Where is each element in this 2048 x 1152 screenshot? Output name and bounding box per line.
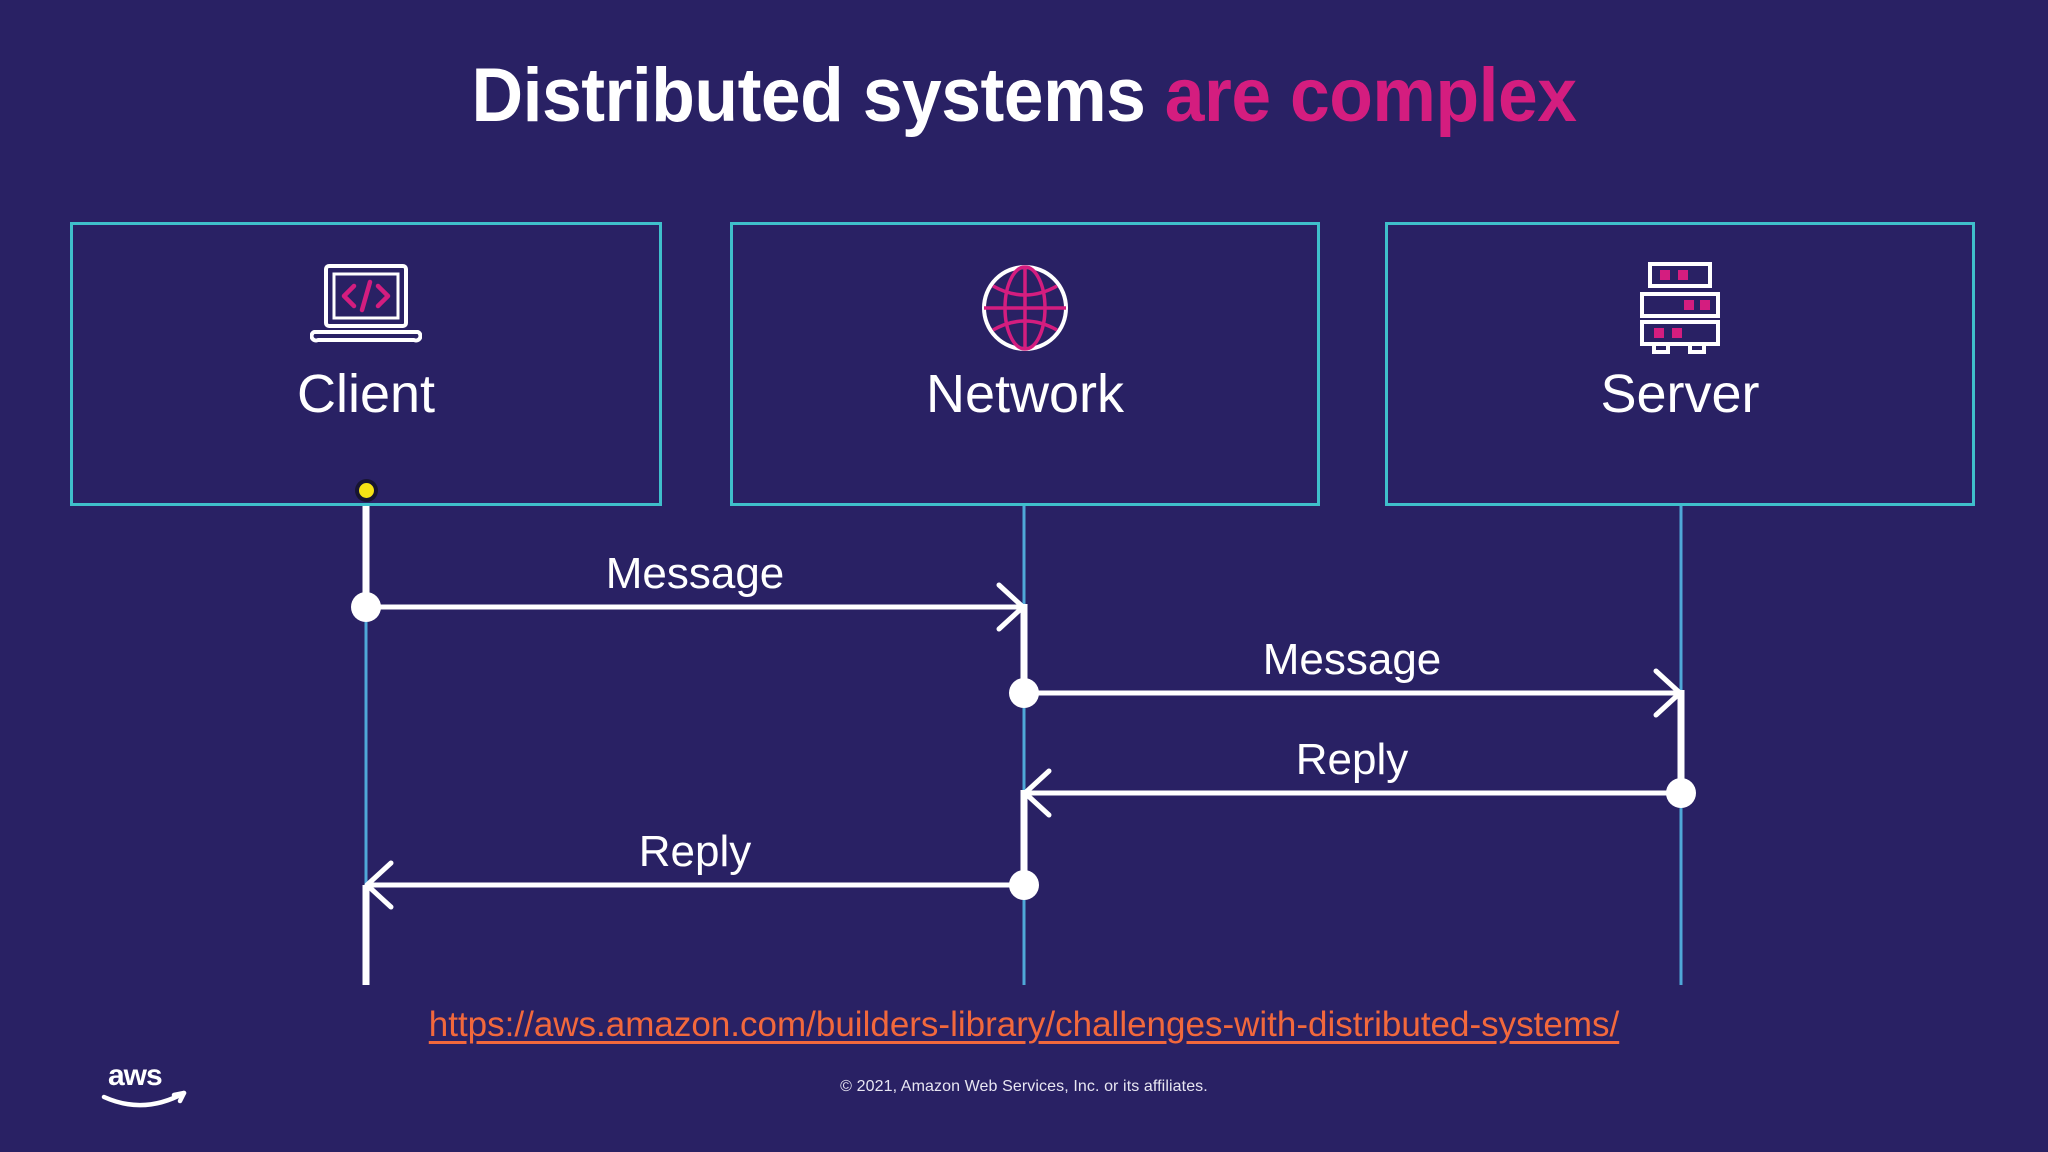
arrowhead-right [1653,668,1683,718]
message-arrow-client-to-network [351,582,1026,632]
reply-label-2: Reply [639,827,752,876]
participant-label-server: Server [1600,364,1760,424]
reply-arrow-server-to-network [1022,768,1696,818]
message-label-2: Message [1263,635,1442,684]
arrowhead-left [364,860,394,910]
title-main: Distributed systems [471,53,1165,138]
reply-arrow-network-to-client [364,860,1039,910]
reply-label-1: Reply [1296,735,1409,784]
aws-logo: aws [98,1055,190,1111]
copyright-text: © 2021, Amazon Web Services, Inc. or its… [840,1078,1208,1095]
arrowhead-right [996,582,1026,632]
participant-box-client[interactable]: Client [70,222,662,506]
participant-box-server[interactable]: Server [1385,222,1975,506]
title-accent: are complex [1164,53,1577,138]
builders-library-link[interactable]: https://aws.amazon.com/builders-library/… [428,1005,1620,1044]
message-arrow-network-to-server [1009,668,1683,718]
page-title: Distributed systems are complex [61,58,1986,134]
message-origin-dot [1009,678,1039,708]
reply-origin-dot [1666,778,1696,808]
client-activation-marker [359,483,374,498]
server-rack-icon [1388,253,1972,363]
participant-label-network: Network [925,364,1125,424]
participant-label-client: Client [296,364,436,424]
laptop-code-icon [73,253,659,363]
arrowhead-left [1022,768,1052,818]
reply-origin-dot [1009,870,1039,900]
svg-text:aws: aws [108,1059,162,1092]
globe-icon [733,253,1317,363]
message-origin-dot [351,592,381,622]
participant-box-network[interactable]: Network [730,222,1320,506]
message-label-1: Message [606,549,785,598]
